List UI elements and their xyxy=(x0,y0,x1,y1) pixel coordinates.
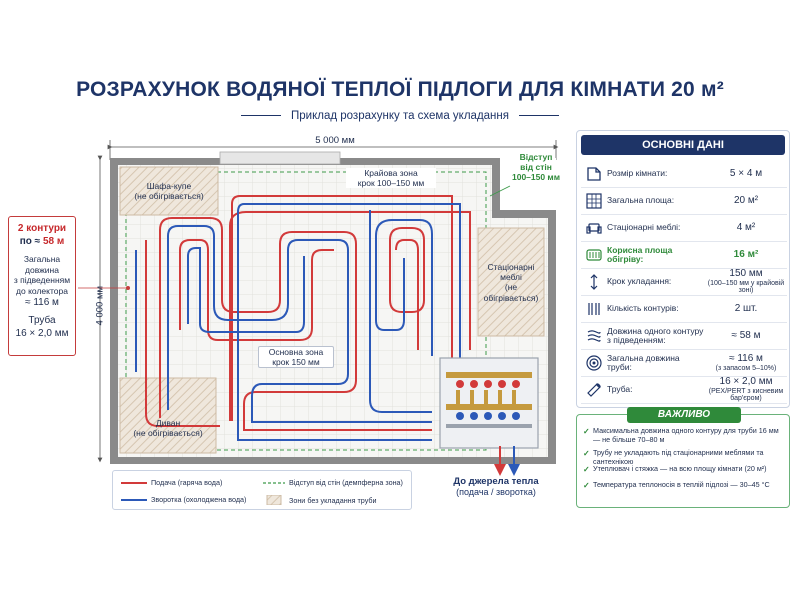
data-row-value: ≈ 116 м(з запасом 5–10%) xyxy=(705,354,787,372)
sofa-label: Диван(не обігрівається) xyxy=(133,418,203,439)
manifold-valves xyxy=(446,380,532,428)
legend: Подача (гаряча вода) Зворотка (охолоджен… xyxy=(112,470,412,510)
hatch-swatch-icon xyxy=(266,495,282,505)
page-title: РОЗРАХУНОК ВОДЯНОЇ ТЕПЛОЇ ПІДЛОГИ ДЛЯ КІ… xyxy=(76,78,724,101)
data-row-note: (100–150 мм у крайовій зоні) xyxy=(707,279,785,295)
data-row: Загальна площа: 20 м² xyxy=(581,188,787,215)
room-size-icon xyxy=(587,167,601,181)
legend-offset: Відступ від стін (демпферна зона) xyxy=(263,478,403,487)
contours-icon xyxy=(588,303,600,315)
manifold-bar-return xyxy=(446,404,532,410)
important-item: ✓Температура теплоносія в теплій підлозі… xyxy=(583,480,770,490)
contour-length: по ≈ 58 м xyxy=(19,235,65,247)
wardrobe-zone xyxy=(119,166,219,216)
dashed-line-icon xyxy=(263,481,285,484)
armchair-icon xyxy=(586,223,602,234)
legend-supply: Подача (гаряча вода) xyxy=(121,478,222,487)
data-row: Загальна довжина труби: ≈ 116 м(з запасом… xyxy=(581,350,787,377)
data-row-value: ≈ 58 м xyxy=(731,329,761,341)
wardrobe-label: Шафа-купе(не обігрівається) xyxy=(134,181,204,202)
data-row-key: Труба: xyxy=(607,384,633,395)
manifold-bar-supply xyxy=(446,372,532,378)
important-item: ✓Трубу не укладають під стаціонарними ме… xyxy=(583,448,764,466)
check-icon: ✓ xyxy=(583,449,590,458)
height-dimension-label: 4 000 мм xyxy=(94,285,106,326)
page-subtitle: Приклад розрахунку та схема укладання xyxy=(0,110,800,122)
data-row-value: 2 шт. xyxy=(734,302,758,314)
grid-area-icon xyxy=(586,193,602,209)
pipe-icon xyxy=(587,383,601,397)
return-line-icon xyxy=(121,498,147,501)
supply-line-icon xyxy=(121,481,147,484)
supply-pipe xyxy=(159,195,471,431)
furniture-zone xyxy=(477,227,545,337)
data-row: Крок укладання: 150 мм(100–150 мм у крайо… xyxy=(581,269,787,296)
data-row-value: 4 м² xyxy=(736,221,756,233)
data-row-key: Розмір кімнати: xyxy=(607,168,668,179)
total-length-value: ≈ 116 м xyxy=(25,296,59,308)
data-row-key: Загальна довжина труби: xyxy=(607,352,680,372)
main-data-panel: ОСНОВНІ ДАНІ Розмір кімнати: 5 × 4 м Загал… xyxy=(576,130,790,408)
important-item: ✓Максимальна довжина одного контуру для … xyxy=(583,426,779,444)
data-row-value: 5 × 4 м xyxy=(729,167,763,179)
pitch-arrows-icon xyxy=(590,274,598,290)
data-row-value: 16 × 2,0 мм(PEX/PERT з кисневим бар'єром… xyxy=(705,377,787,402)
data-row-key: Корисна площа обігріву: xyxy=(607,244,673,264)
data-row: Труба: 16 × 2,0 мм(PEX/PERT з кисневим ба… xyxy=(581,377,787,404)
check-icon: ✓ xyxy=(583,481,590,490)
heating-coil-icon xyxy=(586,249,602,261)
heat-source-label: До джерела тепла(подача / зворотка) xyxy=(453,476,539,498)
pipe-roll-icon xyxy=(586,355,602,371)
main-data-heading: ОСНОВНІ ДАНІ xyxy=(581,135,785,155)
data-row-key: Загальна площа: xyxy=(607,195,675,206)
data-row-value: 20 м² xyxy=(733,194,759,206)
legend-return: Зворотка (охолоджена вода) xyxy=(121,495,246,504)
data-row: Довжина одного контуру з підведенням: ≈ 5… xyxy=(581,323,787,350)
data-row-key: Крок укладання: xyxy=(607,276,672,287)
data-row: Стаціонарні меблі: 4 м² xyxy=(581,215,787,242)
data-row-key: Кількість контурів: xyxy=(607,303,679,314)
pipe-value: 16 × 2,0 мм xyxy=(15,327,69,339)
data-row-value: 150 мм(100–150 мм у крайовій зоні) xyxy=(705,269,787,294)
width-dimension-label: 5 000 мм xyxy=(315,135,355,146)
data-row-note: (з запасом 5–10%) xyxy=(715,364,777,372)
data-row: Розмір кімнати: 5 × 4 м xyxy=(581,161,787,188)
important-item: ✓Утеплювач і стяжка — на всю площу кімна… xyxy=(583,464,767,474)
window xyxy=(219,151,341,165)
check-icon: ✓ xyxy=(583,427,590,436)
pipe-label: Труба xyxy=(28,315,56,326)
check-icon: ✓ xyxy=(583,465,590,474)
data-row-value: 16 м² xyxy=(733,248,759,260)
important-panel: ВАЖЛИВО ✓Максимальна довжина одного конт… xyxy=(576,407,790,508)
return-pipe xyxy=(167,203,461,441)
contours-count: 2 контури xyxy=(17,223,67,234)
data-row: Кількість контурів: 2 шт. xyxy=(581,296,787,323)
data-row-note: (PEX/PERT з кисневим бар'єром) xyxy=(708,387,784,403)
legend-nopipe: Зони без укладання труби xyxy=(263,495,377,505)
manifold-cabinet xyxy=(439,357,539,449)
data-row: Корисна площа обігріву: 16 м² xyxy=(581,242,787,269)
pipe-coil-icon xyxy=(587,330,601,342)
data-row-key: Стаціонарні меблі: xyxy=(607,222,681,233)
data-row-key: Довжина одного контуру з підведенням: xyxy=(607,325,704,345)
important-heading: ВАЖЛИВО xyxy=(627,407,741,423)
